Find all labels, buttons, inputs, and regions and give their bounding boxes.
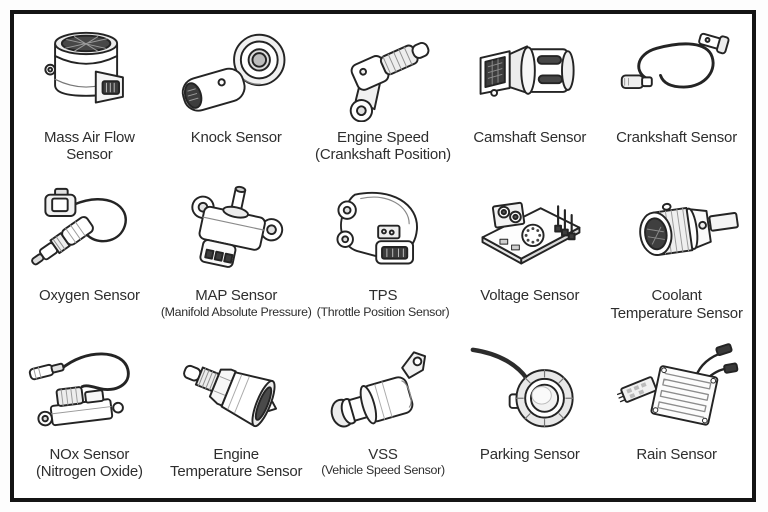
sensor-card-engine-speed: Engine Speed (Crankshaft Position): [310, 18, 457, 177]
sensor-caption: VSS (Vehicle Speed Sensor): [304, 446, 462, 494]
sensor-label: VSS: [368, 446, 398, 463]
sensor-caption: Camshaft Sensor: [451, 129, 609, 177]
sensor-label: Oxygen Sensor: [38, 287, 140, 305]
sensor-card-mass-air-flow: Mass Air Flow Sensor: [16, 18, 163, 177]
sensor-caption: Voltage Sensor: [451, 287, 609, 335]
sensor-card-voltage: Voltage Sensor: [456, 177, 603, 336]
sensor-card-tps: TPS (Throttle Position Sensor): [310, 177, 457, 336]
sensor-label: Engine Speed (Crankshaft Position): [315, 128, 451, 164]
sensor-card-nox: NOx Sensor (Nitrogen Oxide): [16, 335, 163, 494]
map-sensor-illustration: [163, 177, 310, 288]
knock-sensor-illustration: [163, 18, 310, 129]
sensor-caption: NOx Sensor (Nitrogen Oxide): [10, 446, 168, 494]
sensor-caption: Crankshaft Sensor: [598, 129, 756, 177]
mass-air-flow-sensor-illustration: [16, 18, 163, 129]
coolant-temperature-sensor-illustration: [603, 177, 750, 288]
sensor-caption: TPS (Throttle Position Sensor): [304, 287, 462, 335]
sensor-card-rain: Rain Sensor: [603, 335, 750, 494]
sensor-card-parking: Parking Sensor: [456, 335, 603, 494]
sensor-label: Rain Sensor: [636, 446, 717, 463]
sensor-sublabel: (Throttle Position Sensor): [316, 304, 450, 319]
sensor-label: Crankshaft Sensor: [616, 128, 737, 146]
sensor-label: Voltage Sensor: [480, 287, 580, 305]
sensor-caption: Parking Sensor: [451, 446, 609, 494]
sensor-label: TPS: [368, 287, 398, 305]
sensor-card-oxygen: Oxygen Sensor: [16, 177, 163, 336]
sensor-caption: Engine Speed (Crankshaft Position): [304, 129, 462, 177]
sensor-card-map: MAP Sensor (Manifold Absolute Pressure): [161, 177, 312, 336]
sensor-card-coolant: Coolant Temperature Sensor: [603, 177, 750, 336]
crankshaft-sensor-illustration: [603, 18, 750, 129]
sensor-card-engine-temperature: Engine Temperature Sensor: [163, 335, 310, 494]
engine-temperature-sensor-illustration: [163, 335, 310, 446]
sensor-card-camshaft: Camshaft Sensor: [456, 18, 603, 177]
rain-sensor-illustration: [603, 335, 750, 446]
sensor-label: Knock Sensor: [190, 128, 282, 146]
nox-sensor-illustration: [16, 335, 163, 446]
sensor-caption: Coolant Temperature Sensor: [598, 287, 756, 335]
tps-sensor-illustration: [310, 177, 457, 288]
sensor-caption: MAP Sensor (Manifold Absolute Pressure): [157, 287, 315, 335]
sensor-card-crankshaft: Crankshaft Sensor: [603, 18, 750, 177]
sensor-sublabel: (Manifold Absolute Pressure): [160, 304, 312, 319]
sensor-caption: Engine Temperature Sensor: [157, 446, 315, 494]
engine-speed-sensor-illustration: [310, 18, 457, 129]
sensor-label: Parking Sensor: [479, 446, 580, 463]
sensor-caption: Rain Sensor: [598, 446, 756, 494]
sensor-label: Camshaft Sensor: [473, 128, 587, 146]
sensor-caption: Oxygen Sensor: [10, 287, 168, 335]
sensor-label: MAP Sensor: [195, 287, 278, 305]
oxygen-sensor-illustration: [16, 177, 163, 288]
sensor-caption: Mass Air Flow Sensor: [10, 129, 168, 177]
sensor-label: Mass Air Flow Sensor: [44, 128, 135, 164]
sensor-card-vss: VSS (Vehicle Speed Sensor): [310, 335, 457, 494]
border-frame: Mass Air Flow Sensor: [10, 10, 756, 502]
sensor-card-knock: Knock Sensor: [163, 18, 310, 177]
sensor-caption: Knock Sensor: [157, 129, 315, 177]
sensor-sublabel: (Vehicle Speed Sensor): [321, 463, 445, 478]
sensor-label: Coolant Temperature Sensor: [610, 287, 743, 322]
camshaft-sensor-illustration: [456, 18, 603, 129]
voltage-sensor-illustration: [456, 177, 603, 288]
parking-sensor-illustration: [456, 335, 603, 446]
sensor-label: Engine Temperature Sensor: [170, 446, 303, 481]
sensor-grid: Mass Air Flow Sensor: [14, 14, 752, 498]
vss-sensor-illustration: [310, 335, 457, 446]
sensor-label: NOx Sensor (Nitrogen Oxide): [35, 446, 143, 481]
